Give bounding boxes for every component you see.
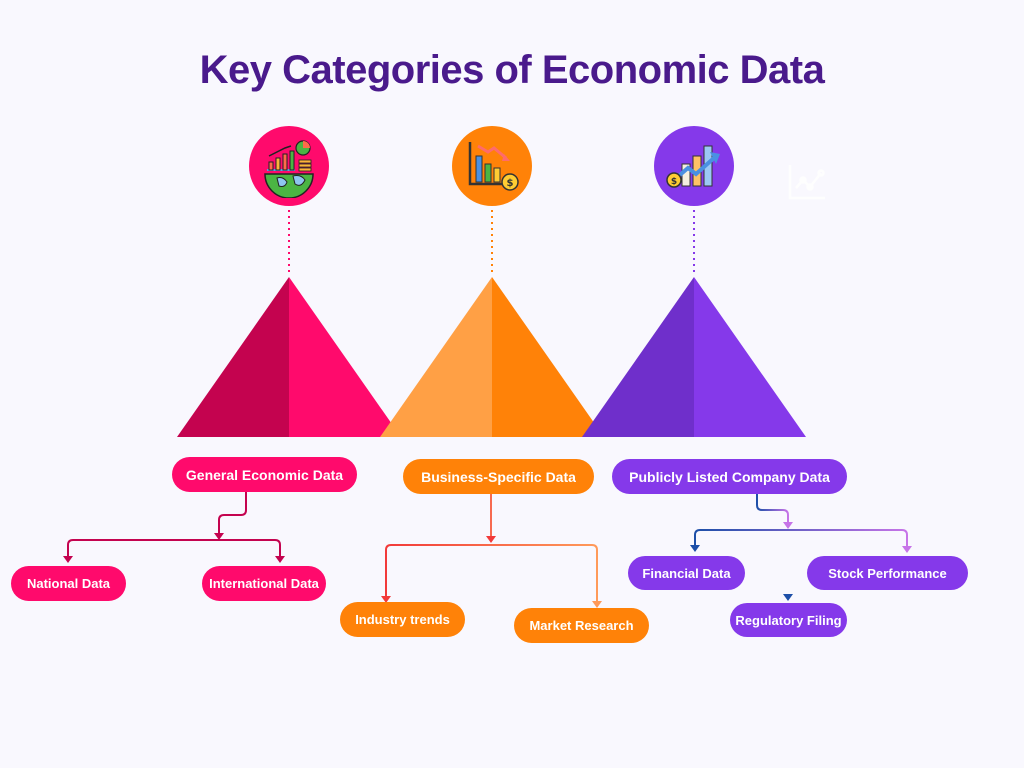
page-title: Key Categories of Economic Data [199, 48, 825, 92]
globe-economy-icon [249, 126, 329, 206]
subcategory-industry-trends[interactable]: Industry trends [340, 602, 465, 637]
subcategory-national-data[interactable]: National Data [11, 566, 126, 601]
connector-public [694, 494, 908, 595]
connector-business [385, 494, 598, 602]
svg-text:$: $ [671, 177, 677, 187]
subcategory-market-research[interactable]: Market Research [514, 608, 649, 643]
triangle-general [177, 277, 401, 437]
rising-bar-chart-coin-icon: $ [654, 126, 734, 206]
subcategory-regulatory-filing[interactable]: Regulatory Filing [730, 603, 847, 637]
subcategory-stock-performance[interactable]: Stock Performance [807, 556, 968, 590]
connector-general [67, 492, 281, 557]
triangle-public [582, 277, 806, 437]
category-node-general[interactable]: General Economic Data [172, 457, 357, 492]
svg-text:$: $ [507, 178, 514, 189]
category-node-business[interactable]: Business-Specific Data [403, 459, 594, 494]
subcategory-international-data[interactable]: International Data [202, 566, 326, 601]
subcategory-financial-data[interactable]: Financial Data [628, 556, 745, 590]
line-chart-icon [788, 165, 825, 200]
declining-bar-chart-coin-icon: $ [452, 126, 532, 206]
triangle-business [380, 277, 604, 437]
category-node-public[interactable]: Publicly Listed Company Data [612, 459, 847, 494]
